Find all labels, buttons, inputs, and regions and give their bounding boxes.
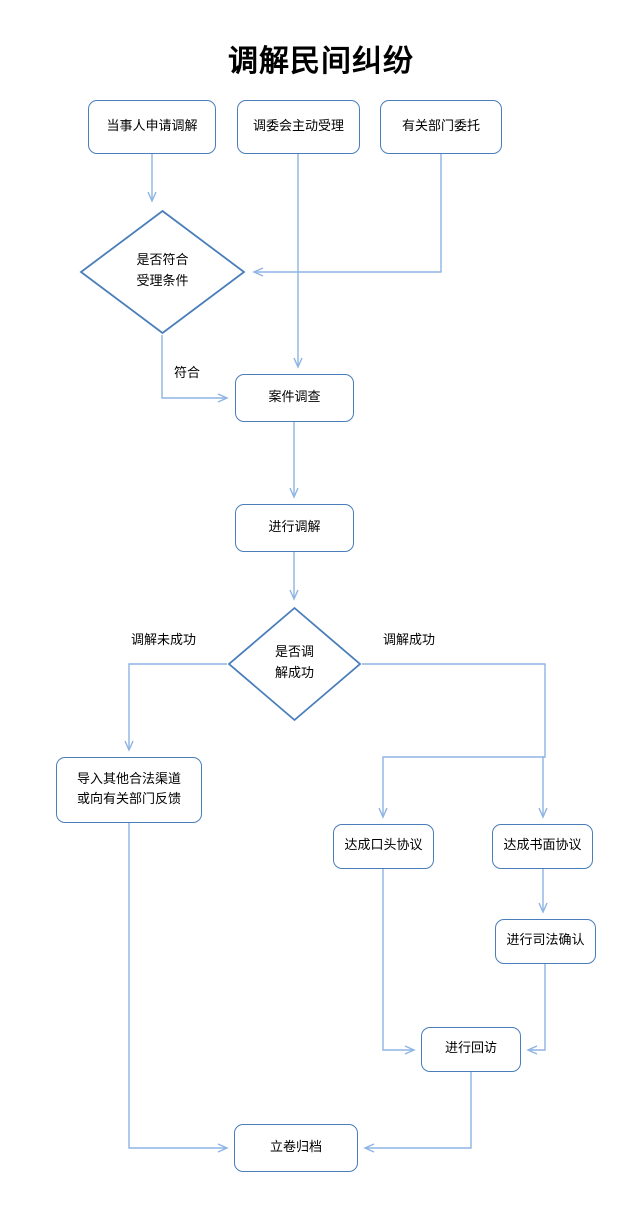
edge-other-channel-to-archive	[128, 823, 229, 1153]
node-label: 达成书面协议	[503, 838, 582, 854]
node-label-line2: 受理条件	[136, 274, 189, 289]
node-label: 进行司法确认	[506, 933, 585, 949]
edge-label-mediation-succeeded: 调解成功	[383, 633, 436, 648]
node-label-line1: 是否符合	[136, 253, 189, 269]
edge-success-to-other-channel	[124, 663, 227, 752]
node-written-agreement[interactable]: 达成书面协议	[492, 824, 593, 869]
node-label: 立卷归档	[269, 1139, 322, 1155]
node-judicial-confirmation[interactable]: 进行司法确认	[495, 919, 596, 964]
node-department-entrust[interactable]: 有关部门委托	[380, 100, 502, 154]
node-mediation-success-decision[interactable]: 是否调 解成功	[227, 606, 362, 722]
node-label: 调委会主动受理	[252, 118, 344, 134]
node-label: 进行回访	[444, 1041, 497, 1057]
edge-followup-to-archive	[363, 1072, 472, 1153]
edge-oral-to-followup	[382, 869, 416, 1055]
node-file-archive[interactable]: 立卷归档	[234, 1124, 358, 1172]
node-label-line1: 导入其他合法渠道	[76, 771, 181, 787]
node-case-investigation[interactable]: 案件调查	[235, 374, 354, 422]
node-label-line2: 解成功	[274, 666, 314, 681]
edge-entrust-to-accept	[252, 154, 442, 277]
edge-success-to-written	[538, 756, 548, 819]
node-other-legal-channel[interactable]: 导入其他合法渠道 或向有关部门反馈	[56, 757, 202, 823]
node-label: 达成口头协议	[344, 838, 423, 854]
node-label: 案件调查	[268, 389, 321, 405]
edge-judicial-to-followup	[526, 964, 546, 1055]
node-label: 有关部门委托	[401, 118, 480, 134]
edge-label-mediation-failed: 调解未成功	[131, 633, 197, 648]
node-oral-agreement[interactable]: 达成口头协议	[333, 824, 434, 869]
diamond-shape	[79, 209, 246, 335]
node-accept-condition-decision[interactable]: 是否符合 受理条件	[79, 209, 246, 335]
node-conduct-mediation[interactable]: 进行调解	[235, 504, 354, 552]
page-title: 调解民间纠纷	[228, 44, 414, 79]
diamond-shape	[227, 606, 362, 722]
node-label: 进行调解	[268, 519, 321, 535]
node-label: 当事人申请调解	[106, 118, 198, 134]
node-apply[interactable]: 当事人申请调解	[88, 100, 216, 154]
node-label-line2: 或向有关部门反馈	[76, 792, 181, 807]
node-follow-up-visit[interactable]: 进行回访	[421, 1027, 521, 1072]
node-label-line1: 是否调	[274, 645, 314, 661]
edge-success-to-oral	[362, 663, 546, 819]
node-committee-accept[interactable]: 调委会主动受理	[237, 100, 360, 154]
edge-label-qualify: 符合	[174, 366, 201, 381]
